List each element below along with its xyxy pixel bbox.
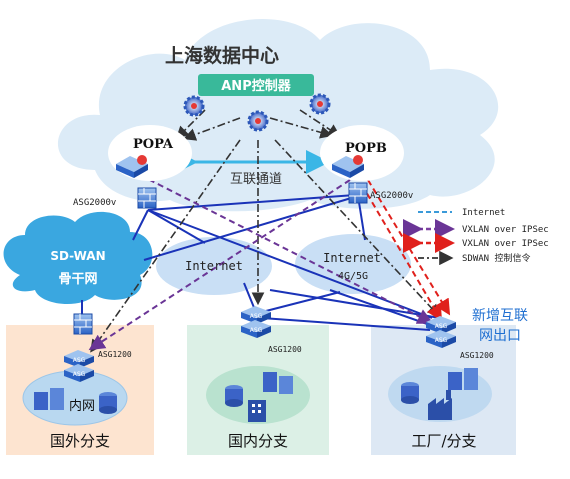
asg2000v-label: ASG2000v	[370, 191, 413, 201]
control-signal-lines	[90, 109, 441, 353]
asg-badge: ASG	[250, 313, 263, 320]
asg1200-label: ASG1200	[98, 350, 132, 359]
firewall-icon	[348, 182, 368, 204]
legend-label: SDWAN 控制信令	[462, 252, 531, 264]
foreign-branch-label: 国外分支	[50, 432, 110, 450]
controller-box	[198, 74, 314, 96]
legend-label: Internet	[462, 208, 505, 218]
legend-label: VXLAN over IPSec	[462, 225, 549, 235]
internet-bubble	[156, 237, 272, 295]
new-exit-label: 新增互联	[472, 308, 528, 324]
internet-4g5g-label: Internet	[323, 251, 381, 265]
server-icon	[263, 372, 293, 394]
popa-node	[108, 125, 192, 181]
internet-4g5g-sublabel: 4G/5G	[338, 271, 368, 282]
database-icon	[225, 385, 243, 407]
internet-label: Internet	[185, 259, 243, 273]
interconnect-label: 互联通道	[230, 172, 282, 187]
controller-label: ANP控制器	[221, 78, 291, 94]
router-icon	[332, 155, 364, 178]
asg-badge: ASG	[435, 337, 448, 344]
firewall-icon	[137, 187, 157, 209]
legend: Internet VXLAN over IPSec VXLAN over IPS…	[403, 208, 549, 266]
intranet-label: 内网	[69, 398, 95, 414]
server-icon	[34, 388, 64, 410]
internet-4g5g-bubble	[295, 234, 411, 294]
legend-label: VXLAN over IPSec	[462, 239, 549, 249]
gear-icon	[247, 110, 269, 132]
server-icon	[448, 368, 478, 390]
asg-device-icon	[426, 316, 456, 348]
firewall-icon	[73, 313, 93, 335]
router-icon	[116, 155, 148, 178]
factory-branch-label: 工厂/分支	[411, 432, 476, 450]
gear-icon	[309, 93, 331, 115]
asg-device-icon	[64, 350, 94, 382]
factory-icon	[428, 390, 452, 420]
asg-badge: ASG	[73, 357, 86, 364]
sdwan-backbone-label: 骨干网	[58, 272, 97, 287]
vxlan-red-lines	[361, 179, 451, 322]
asg-device-icon	[241, 306, 271, 338]
blue-links	[81, 194, 441, 331]
asg-badge: ASG	[435, 323, 448, 330]
database-icon	[99, 392, 117, 414]
new-exit-sublabel: 网出口	[479, 328, 521, 344]
asg-badge: ASG	[73, 371, 86, 378]
domestic-branch-label: 国内分支	[228, 432, 288, 450]
vxlan-purple-lines	[88, 174, 434, 351]
asg1200-label: ASG1200	[268, 345, 302, 354]
building-icon	[248, 400, 266, 422]
asg-badge: ASG	[250, 327, 263, 334]
popa-label: POPA	[133, 137, 174, 152]
database-icon	[401, 382, 419, 404]
popb-label: POPB	[345, 141, 387, 156]
sdwan-cloud	[3, 211, 153, 305]
sdwan-label: SD-WAN	[50, 249, 105, 263]
gear-icon	[183, 95, 205, 117]
asg2000v-label: ASG2000v	[73, 198, 116, 208]
datacenter-title: 上海数据中心	[165, 44, 279, 67]
asg1200-label: ASG1200	[460, 351, 494, 360]
